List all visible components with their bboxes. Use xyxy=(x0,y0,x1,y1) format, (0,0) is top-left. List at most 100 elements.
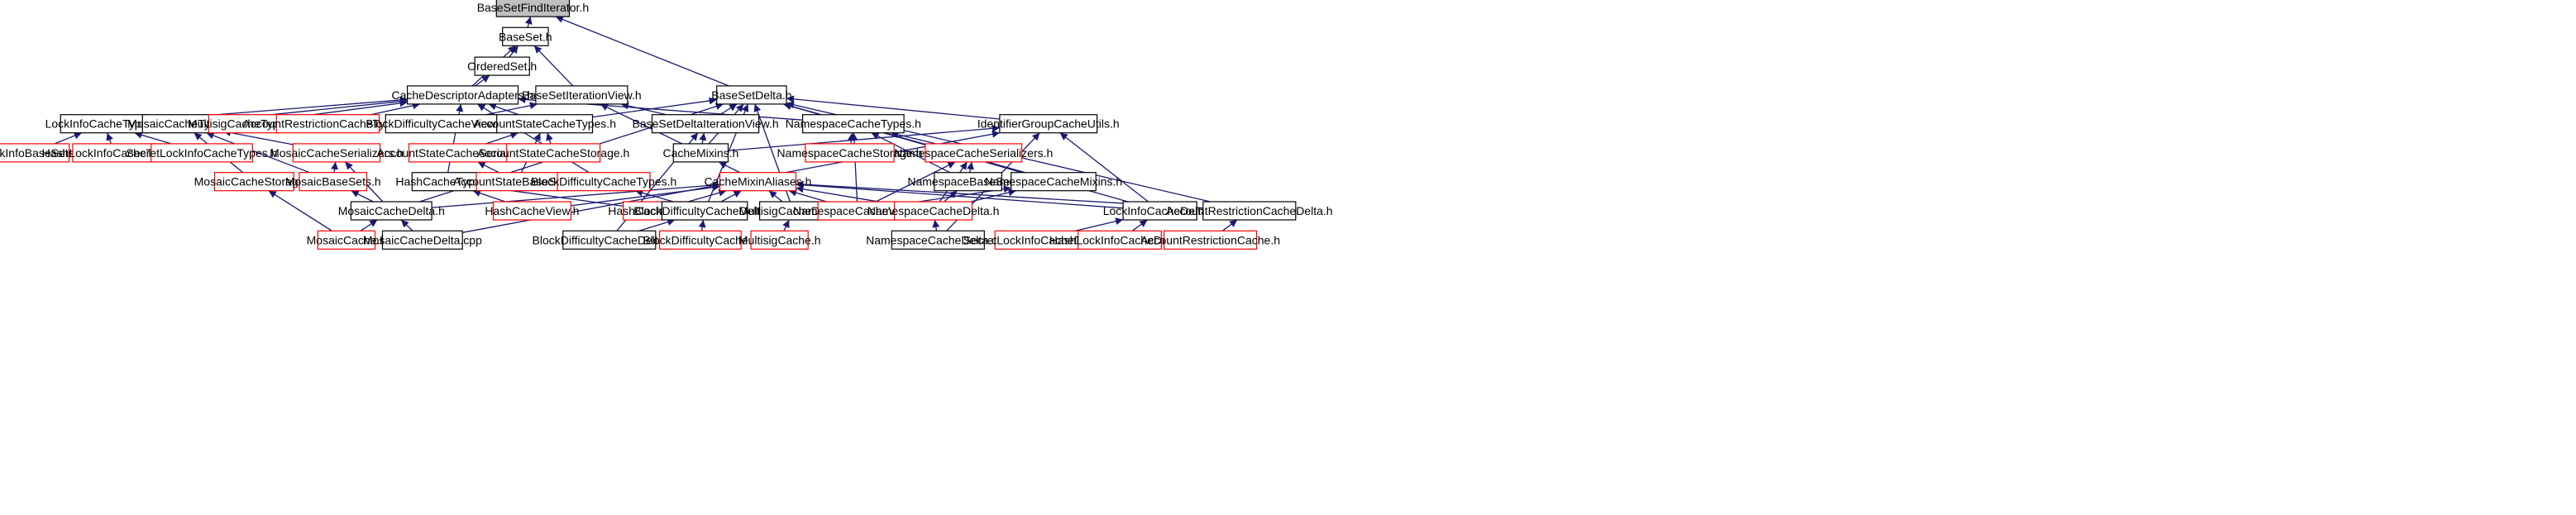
node-box[interactable] xyxy=(934,172,1002,192)
graph-node[interactable]: BlockDifficultyCacheDelta.h xyxy=(633,201,776,221)
graph-node[interactable]: OrderedSet.h xyxy=(467,56,537,76)
node-box[interactable] xyxy=(151,143,253,163)
node-box[interactable] xyxy=(381,230,463,250)
graph-node[interactable]: NamespaceCacheMixins.h xyxy=(985,172,1123,192)
edge-n38-to-n31 xyxy=(970,188,1016,203)
edge-n1-to-n0 xyxy=(524,16,533,28)
node-box[interactable] xyxy=(275,114,380,134)
edge-n15-to-n6 xyxy=(54,131,83,145)
node-box[interactable] xyxy=(658,230,742,250)
graph-node[interactable]: CacheMixinAliases.h xyxy=(705,172,812,192)
graph-node[interactable]: NamespaceCacheView.h xyxy=(793,201,922,221)
node-box[interactable] xyxy=(891,230,985,250)
node-label: HashCacheView.h xyxy=(485,204,579,217)
edge-n49-to-n40 xyxy=(1221,219,1238,231)
node-box[interactable] xyxy=(672,143,729,163)
graph-node[interactable]: AccountRestrictionCacheTypes.h xyxy=(242,114,413,134)
graph-node[interactable]: AccountStateBaseSets.h xyxy=(453,172,581,192)
edge-n27-to-n19 xyxy=(477,161,499,174)
graph-node[interactable]: BlockDifficultyCacheView.cpp xyxy=(366,114,518,134)
node-box[interactable] xyxy=(317,230,376,250)
graph-node[interactable]: AccountRestrictionCache.h xyxy=(1140,230,1280,250)
node-box[interactable] xyxy=(750,230,809,250)
graph-node[interactable]: MosaicCacheDelta.h xyxy=(338,201,445,221)
graph-node[interactable]: LockInfoCacheTypes.h xyxy=(45,114,163,134)
graph-node[interactable]: AccountStateCacheTypes.h xyxy=(473,114,616,134)
graph-node[interactable]: AccountStateCacheSerializers.h xyxy=(376,143,542,163)
graph-node[interactable]: AccountStateCacheStorage.h xyxy=(477,143,629,163)
graph-node[interactable]: SecretLockInfoCacheTypes.h xyxy=(127,143,278,163)
graph-node[interactable]: HashLockInfoCacheTypes.h xyxy=(42,143,187,163)
node-box[interactable] xyxy=(299,172,368,192)
node-label: MultisigCache.h xyxy=(738,233,821,246)
node-label: NamespaceCacheDelta.cpp xyxy=(866,233,1011,246)
node-box[interactable] xyxy=(495,0,571,17)
graph-node[interactable]: BlockDifficultyCacheTypes.h xyxy=(531,172,676,192)
node-box[interactable] xyxy=(651,114,760,134)
node-box[interactable] xyxy=(1011,172,1097,192)
graph-node[interactable]: LockInfoCacheDelta.h xyxy=(1103,201,1217,221)
graph-node[interactable]: BaseSetDeltaIterationView.h xyxy=(633,114,779,134)
graph-node[interactable]: CacheDescriptorAdapters.h xyxy=(392,85,534,105)
node-box[interactable] xyxy=(562,230,657,250)
graph-node[interactable]: NamespaceCacheDelta.h xyxy=(867,201,1000,221)
graph-node[interactable]: MosaicCacheSerializers.h xyxy=(270,143,404,163)
node-box[interactable] xyxy=(502,26,549,46)
edge-n17-to-n6 xyxy=(134,131,172,145)
node-box[interactable] xyxy=(350,201,433,221)
graph-node[interactable]: BaseSetFindIterator.h xyxy=(477,0,589,17)
node-label: BaseSetDeltaIterationView.h xyxy=(633,117,779,131)
edge-n39-to-n14 xyxy=(1059,132,1149,203)
node-box[interactable] xyxy=(1163,230,1258,250)
edge-n16-to-n6 xyxy=(106,132,113,145)
node-box[interactable] xyxy=(492,201,572,221)
node-box[interactable] xyxy=(535,85,628,105)
graph-node[interactable]: MultisigCacheTypes.h xyxy=(188,114,301,134)
node-box[interactable] xyxy=(213,172,294,192)
graph-node[interactable]: BaseSetIterationView.h xyxy=(522,85,642,105)
node-box[interactable] xyxy=(716,85,787,105)
node-box[interactable] xyxy=(1078,230,1162,250)
node-box[interactable] xyxy=(1202,201,1297,221)
graph-node[interactable]: BaseSet.h xyxy=(499,26,552,46)
node-box[interactable] xyxy=(999,114,1098,134)
node-box[interactable] xyxy=(719,172,797,192)
graph-node[interactable]: NamespaceCacheDelta.cpp xyxy=(866,230,1011,250)
node-box[interactable] xyxy=(893,201,973,221)
node-box[interactable] xyxy=(1122,201,1197,221)
graph-node[interactable]: MosaicCacheStorage.h xyxy=(194,172,315,192)
node-box[interactable] xyxy=(0,143,70,163)
edge-n48-to-n39 xyxy=(1131,219,1148,231)
node-box[interactable] xyxy=(661,201,748,221)
graph-node[interactable]: MosaicCache.h xyxy=(307,230,387,250)
node-box[interactable] xyxy=(474,56,530,76)
node-box[interactable] xyxy=(292,143,381,163)
node-box[interactable] xyxy=(557,172,651,192)
node-box[interactable] xyxy=(805,143,895,163)
node-box[interactable] xyxy=(506,143,601,163)
node-label: MosaicCacheStorage.h xyxy=(194,175,315,188)
graph-node[interactable]: IdentifierGroupCacheUtils.h xyxy=(977,114,1120,134)
graph-node[interactable]: MultisigCache.h xyxy=(738,230,821,250)
graph-node[interactable]: MosaicCacheDelta.cpp xyxy=(363,230,482,250)
graph-node[interactable]: NamespaceCacheTypes.h xyxy=(786,114,921,134)
node-label: NamespaceCacheSerializers.h xyxy=(894,146,1053,160)
graph-node[interactable]: HashLockInfoCacheDelta.h xyxy=(1049,230,1190,250)
graph-node[interactable]: NamespaceCacheSerializers.h xyxy=(894,143,1053,163)
graph-node[interactable]: LockInfoBaseSets.h xyxy=(0,143,84,163)
graph-node[interactable]: BlockDifficultyCache.h xyxy=(643,230,758,250)
node-box[interactable] xyxy=(925,143,1023,163)
graph-node[interactable]: AccountRestrictionCacheDelta.h xyxy=(1166,201,1333,221)
graph-node[interactable]: NamespaceCacheStorage.h xyxy=(777,143,923,163)
graph-node[interactable]: BaseSetDelta.h xyxy=(711,85,792,105)
graph-node[interactable]: NamespaceBaseSets.h xyxy=(907,172,1029,192)
node-box[interactable] xyxy=(407,85,519,105)
edge-n14-to-n5 xyxy=(786,95,1000,120)
graph-node[interactable]: HashCacheView.h xyxy=(485,201,579,221)
node-label: MosaicBaseSets.h xyxy=(285,175,381,188)
graph-node[interactable]: CacheMixins.h xyxy=(662,143,738,163)
graph-node[interactable]: MosaicBaseSets.h xyxy=(285,172,381,192)
node-box[interactable] xyxy=(801,114,905,134)
graph-node[interactable]: BlockDifficultyCacheDelta.cpp xyxy=(533,230,687,250)
node-box[interactable] xyxy=(496,114,594,134)
